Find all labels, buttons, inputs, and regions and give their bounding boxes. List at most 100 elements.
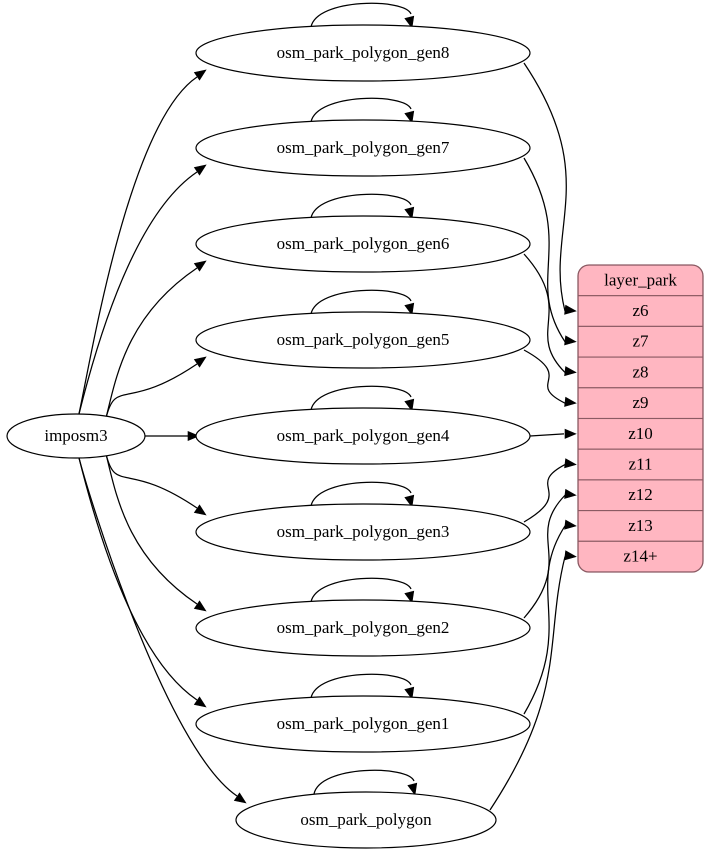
gen1-label: osm_park_polygon_gen1 [277, 714, 450, 733]
layer-park-row-z13[interactable] [578, 510, 703, 542]
layer-park-row-z9[interactable] [578, 387, 703, 420]
edge-gen1-to-z13 [523, 525, 566, 715]
arrowhead-gen7-to-z7 [564, 335, 577, 346]
arrowhead-base-to-z14+ [564, 550, 577, 561]
arrowhead-self-loop-gen6 [404, 206, 415, 220]
arrowhead-imposm3-to-gen6 [193, 260, 207, 272]
node-gen5[interactable]: osm_park_polygon_gen5 [195, 311, 531, 369]
layer-park-row-label-z9: z9 [632, 393, 648, 412]
arrowhead-gen4-to-z10 [564, 428, 577, 439]
imposm3-ellipse[interactable] [6, 413, 146, 459]
node-gen6[interactable]: osm_park_polygon_gen6 [195, 215, 531, 273]
arrowhead-gen5-to-z9 [564, 396, 577, 407]
edge-imposm3-to-gen6 [105, 267, 198, 419]
layer-park-row-z12[interactable] [578, 479, 703, 512]
gen4-ellipse[interactable] [195, 407, 531, 465]
gen6-label: osm_park_polygon_gen6 [277, 234, 450, 253]
edge-gen7-to-z7 [523, 157, 566, 343]
edge-gen8-to-z6 [523, 62, 567, 312]
arrowhead-imposm3-to-base [233, 792, 247, 804]
node-gen4[interactable]: osm_park_polygon_gen4 [195, 407, 531, 465]
base-ellipse[interactable] [235, 791, 497, 849]
layer-park-border [577, 264, 704, 573]
arrowhead-self-loop-base [407, 782, 418, 796]
layer-park-row-label-z13: z13 [628, 516, 653, 535]
arrowhead-gen3-to-z11 [564, 458, 577, 469]
self-loop-base [313, 769, 415, 795]
gen2-label: osm_park_polygon_gen2 [277, 618, 450, 637]
node-gen3[interactable]: osm_park_polygon_gen3 [195, 503, 531, 561]
edge-imposm3-to-gen3 [105, 453, 198, 509]
arrowhead-imposm3-to-gen4 [187, 430, 200, 442]
imposm3-label: imposm3 [44, 426, 107, 445]
layer-park-row-z14+[interactable] [578, 540, 703, 572]
gen3-label: osm_park_polygon_gen3 [277, 522, 450, 541]
node-gen2[interactable]: osm_park_polygon_gen2 [195, 599, 531, 657]
layer-park-title: layer_park [604, 270, 677, 289]
gen8-ellipse[interactable] [195, 24, 531, 82]
self-loop-gen8 [310, 2, 412, 28]
arrowhead-self-loop-gen2 [404, 590, 415, 604]
gen6-ellipse[interactable] [195, 215, 531, 273]
nodes-layer: imposm3 osm_park_polygon_gen8 osm_park_pol… [6, 24, 531, 849]
node-gen8[interactable]: osm_park_polygon_gen8 [195, 24, 531, 82]
arrowhead-gen6-to-z8 [564, 366, 577, 377]
self-loop-gen5 [310, 289, 412, 315]
base-label: osm_park_polygon [300, 810, 432, 829]
arrowhead-self-loop-gen4 [404, 398, 415, 412]
self-loop-gen1 [310, 673, 412, 699]
arrowhead-gen8-to-z6 [564, 304, 577, 315]
edge-imposm3-to-gen2 [105, 453, 198, 605]
gen3-ellipse[interactable] [195, 503, 531, 561]
layer-park-row-label-z8: z8 [632, 362, 648, 381]
edge-imposm3-to-gen1 [77, 453, 198, 701]
arrowhead-gen2-to-z12 [564, 488, 577, 499]
self-loop-gen3 [310, 481, 412, 507]
gen4-label: osm_park_polygon_gen4 [277, 426, 450, 445]
gen1-ellipse[interactable] [195, 695, 531, 753]
self-loop-gen7 [310, 97, 412, 123]
arrowhead-imposm3-to-gen2 [193, 600, 207, 612]
edge-base-to-z14+ [489, 556, 566, 811]
gen2-ellipse[interactable] [195, 599, 531, 657]
edge-imposm3-to-base [77, 453, 238, 797]
edge-imposm3-to-gen7 [77, 171, 198, 419]
arrowhead-imposm3-to-gen5 [193, 356, 207, 368]
edge-gen6-to-z8 [523, 253, 566, 373]
layer-park-row-label-z10: z10 [628, 424, 653, 443]
edge-gen4-to-z10 [529, 433, 565, 437]
edges-layer [77, 2, 577, 811]
edge-gen5-to-z9 [523, 349, 566, 404]
arrowhead-self-loop-gen7 [404, 110, 415, 124]
layer-park-row-z10[interactable] [578, 417, 703, 450]
arrowhead-self-loop-gen5 [404, 302, 415, 316]
layer-park-row-label-z11: z11 [629, 454, 653, 473]
layer-park-row-z6[interactable] [578, 295, 703, 327]
layer-park-row-label-z12: z12 [628, 485, 653, 504]
arrowhead-self-loop-gen8 [404, 15, 415, 29]
self-loop-gen6 [310, 193, 412, 219]
edge-imposm3-to-gen8 [77, 76, 198, 419]
gen5-label: osm_park_polygon_gen5 [277, 330, 450, 349]
gen5-ellipse[interactable] [195, 311, 531, 369]
node-imposm3[interactable]: imposm3 [6, 413, 146, 459]
edge-imposm3-to-gen5 [105, 363, 198, 419]
arrowhead-imposm3-to-gen1 [193, 696, 207, 708]
self-loop-gen4 [310, 385, 412, 411]
layer-park-row-z7[interactable] [578, 325, 703, 358]
arrowhead-imposm3-to-gen3 [193, 504, 207, 516]
node-gen1[interactable]: osm_park_polygon_gen1 [195, 695, 531, 753]
gen7-label: osm_park_polygon_gen7 [277, 138, 450, 157]
edge-gen3-to-z11 [523, 463, 566, 523]
gen7-ellipse[interactable] [195, 119, 531, 177]
arrowhead-self-loop-gen1 [404, 686, 415, 700]
node-base[interactable]: osm_park_polygon [235, 791, 497, 849]
gen8-label: osm_park_polygon_gen8 [277, 43, 450, 62]
arrowhead-imposm3-to-gen7 [193, 164, 207, 176]
layer-park-row-label-z6: z6 [632, 301, 648, 320]
node-gen7[interactable]: osm_park_polygon_gen7 [195, 119, 531, 177]
